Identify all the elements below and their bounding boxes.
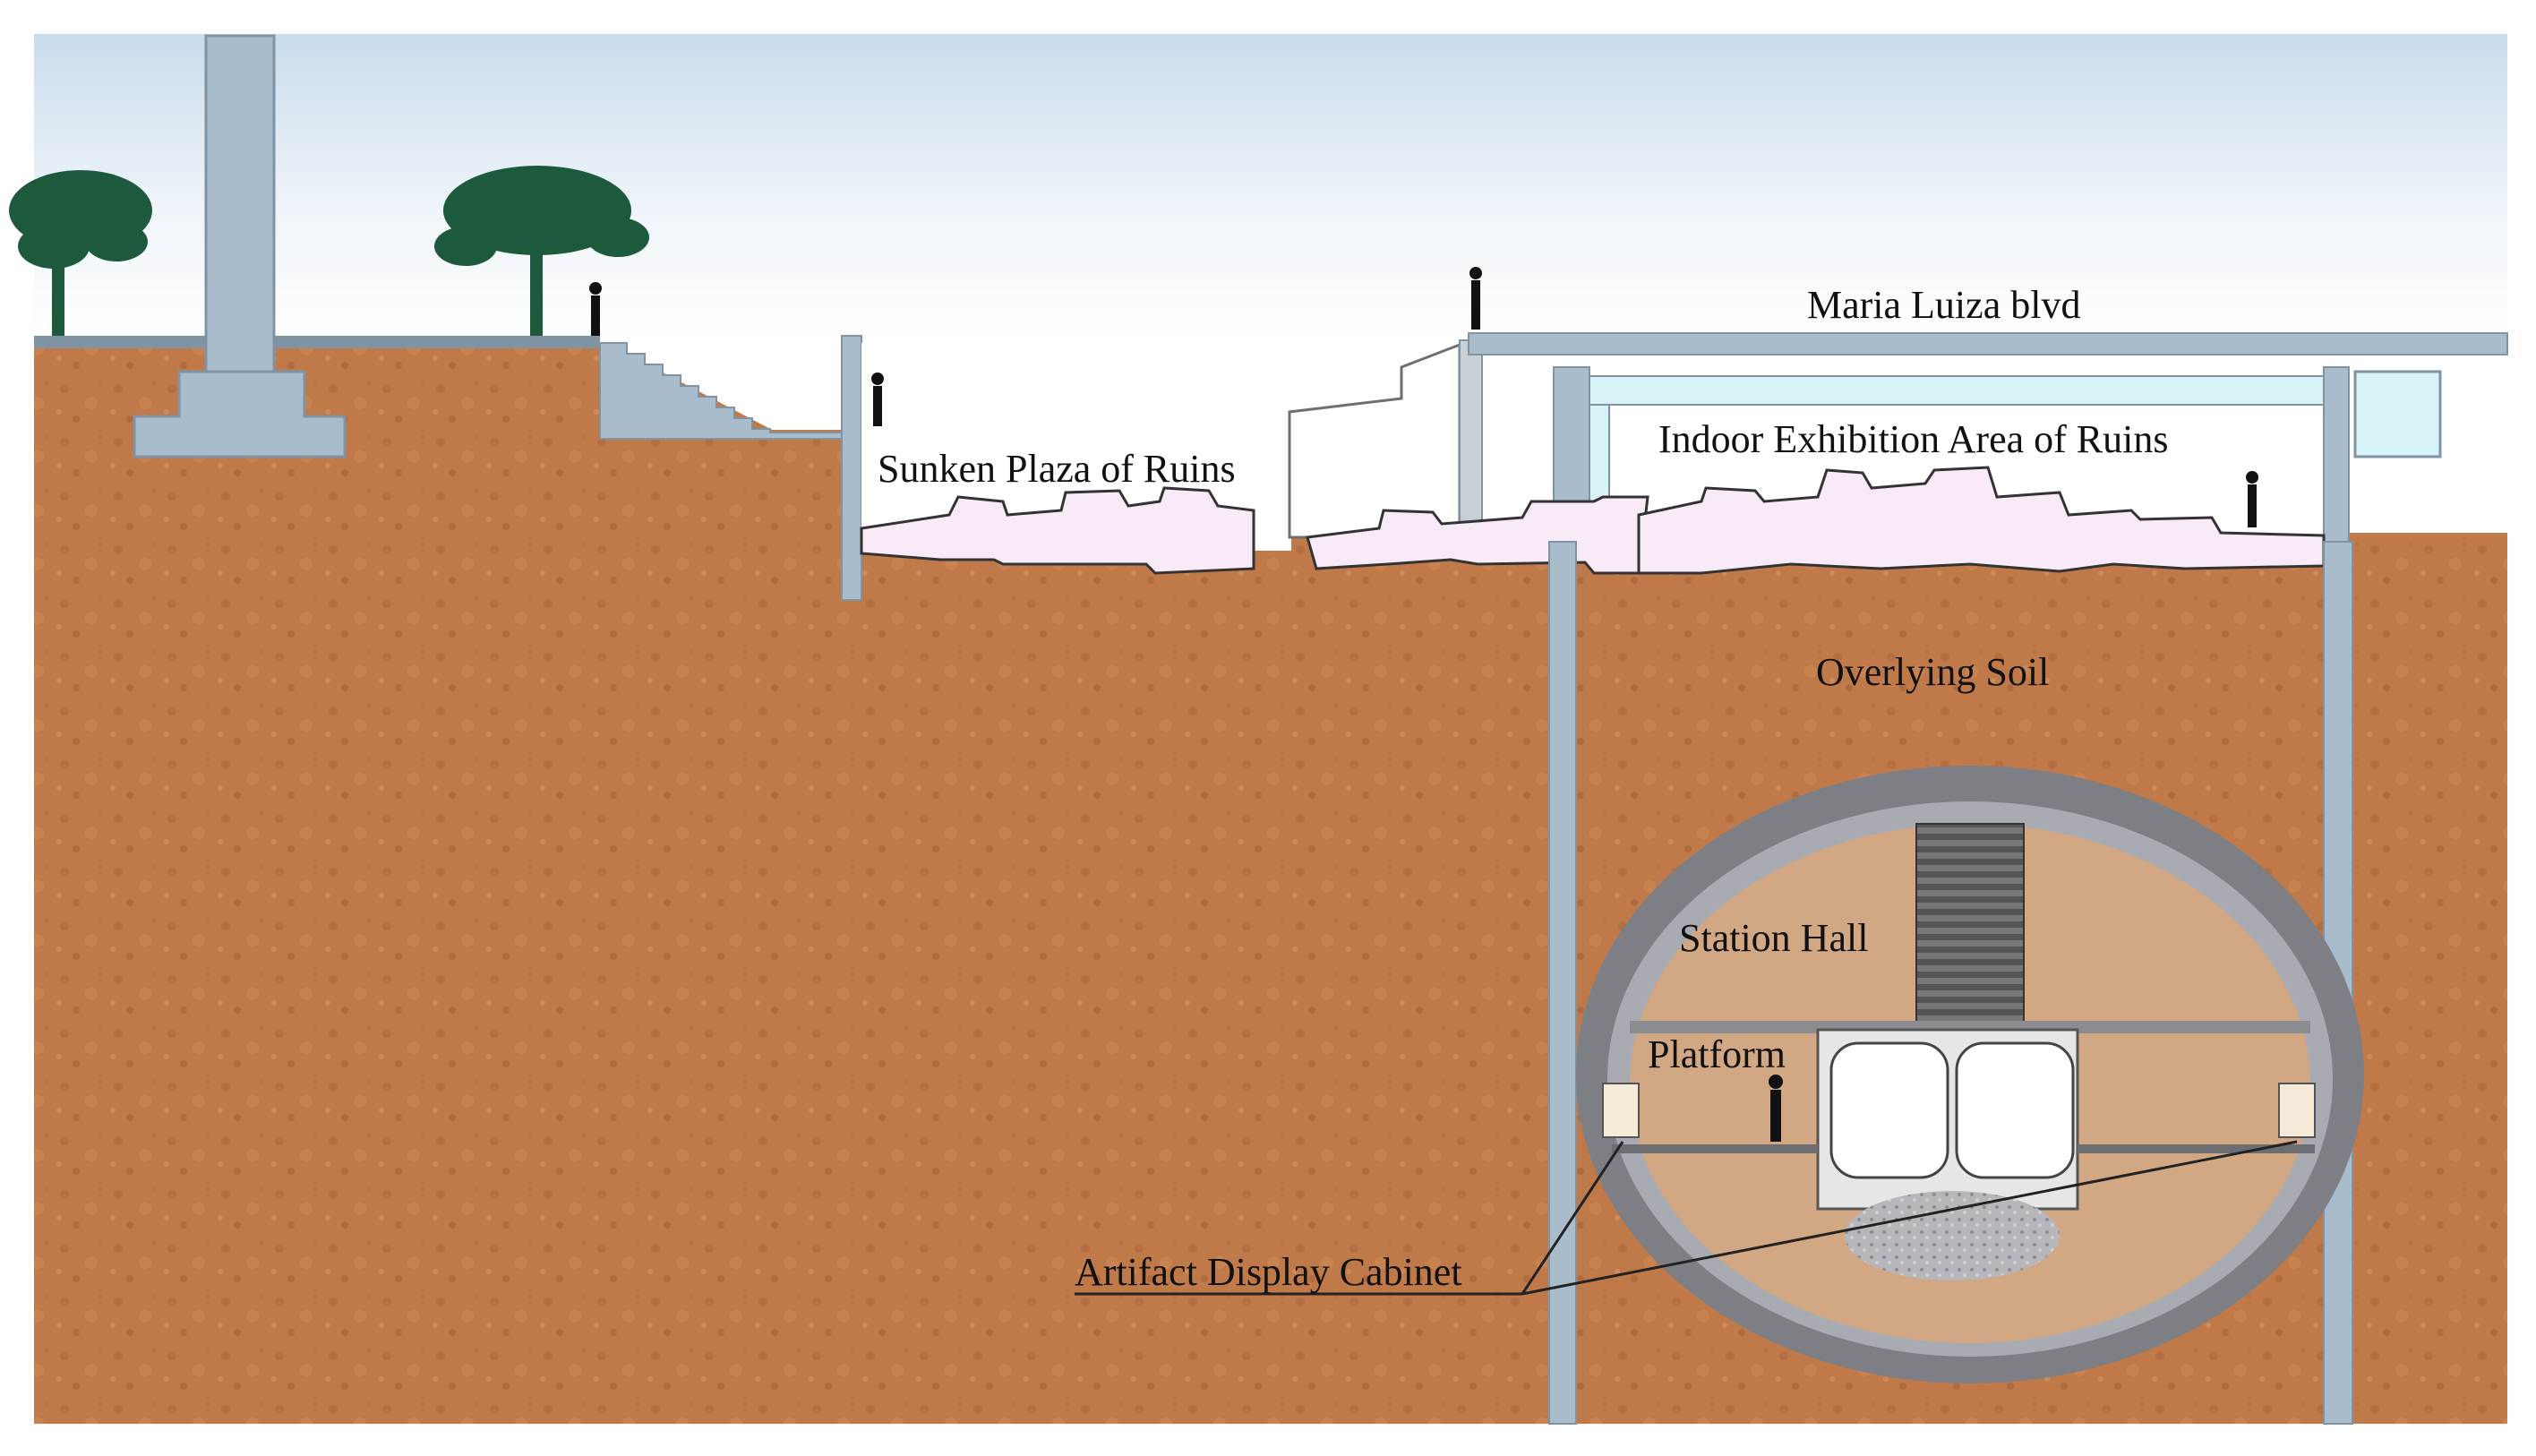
person-icon-5 [1769,1075,1783,1142]
platform-slab-left [1612,1144,1818,1153]
train-left [1829,1041,1949,1179]
tree-right [434,166,649,336]
sky [34,34,2507,343]
stairs [599,342,852,440]
label-indoor-exhibition: Indoor Exhibition Area of Ruins [1658,417,2169,461]
shaft-wall-left [1548,541,1577,1425]
station-tunnel [1576,766,2364,1383]
platform-slab-right [2078,1144,2315,1153]
train-right [1955,1041,2075,1179]
cabinet-pointer-right [1521,1140,2298,1296]
person-icon-4 [2246,471,2258,527]
label-platform: Platform [1648,1032,1786,1076]
person-icon-1 [589,282,602,336]
ruins-indoor [1637,466,2326,575]
escalator [1915,823,2025,1031]
ground-surface-slab [34,336,600,348]
tall-column [204,34,276,373]
middle-column [1459,339,1483,543]
plaza-retaining-wall [841,335,862,601]
display-cabinet-right [2278,1083,2316,1138]
display-cabinet-left [1602,1083,1640,1138]
ruins-sunken-plaza [860,486,1255,575]
person-icon-3 [1469,267,1482,330]
label-artifact-cabinet: Artifact Display Cabinet [1075,1250,1462,1294]
cabinet-pointer-left [1521,1141,1624,1295]
label-overlying-soil: Overlying Soil [1816,650,2049,694]
boulevard-slab [1468,332,2508,355]
label-station-hall: Station Hall [1679,916,1868,960]
exhibition-wall-right [2323,366,2350,547]
middle-walls [1288,342,1461,539]
label-sunken-plaza: Sunken Plaza of Ruins [878,447,1236,491]
glass-skylight [1589,375,2338,406]
glass-box-right [2353,370,2442,458]
column-footing [133,370,347,458]
track-bed [1845,1191,2060,1280]
label-boulevard: Maria Luiza blvd [1807,283,2080,327]
person-icon-2 [871,373,884,426]
tree-left [9,170,152,336]
station-hall-floor [1630,1021,2310,1033]
